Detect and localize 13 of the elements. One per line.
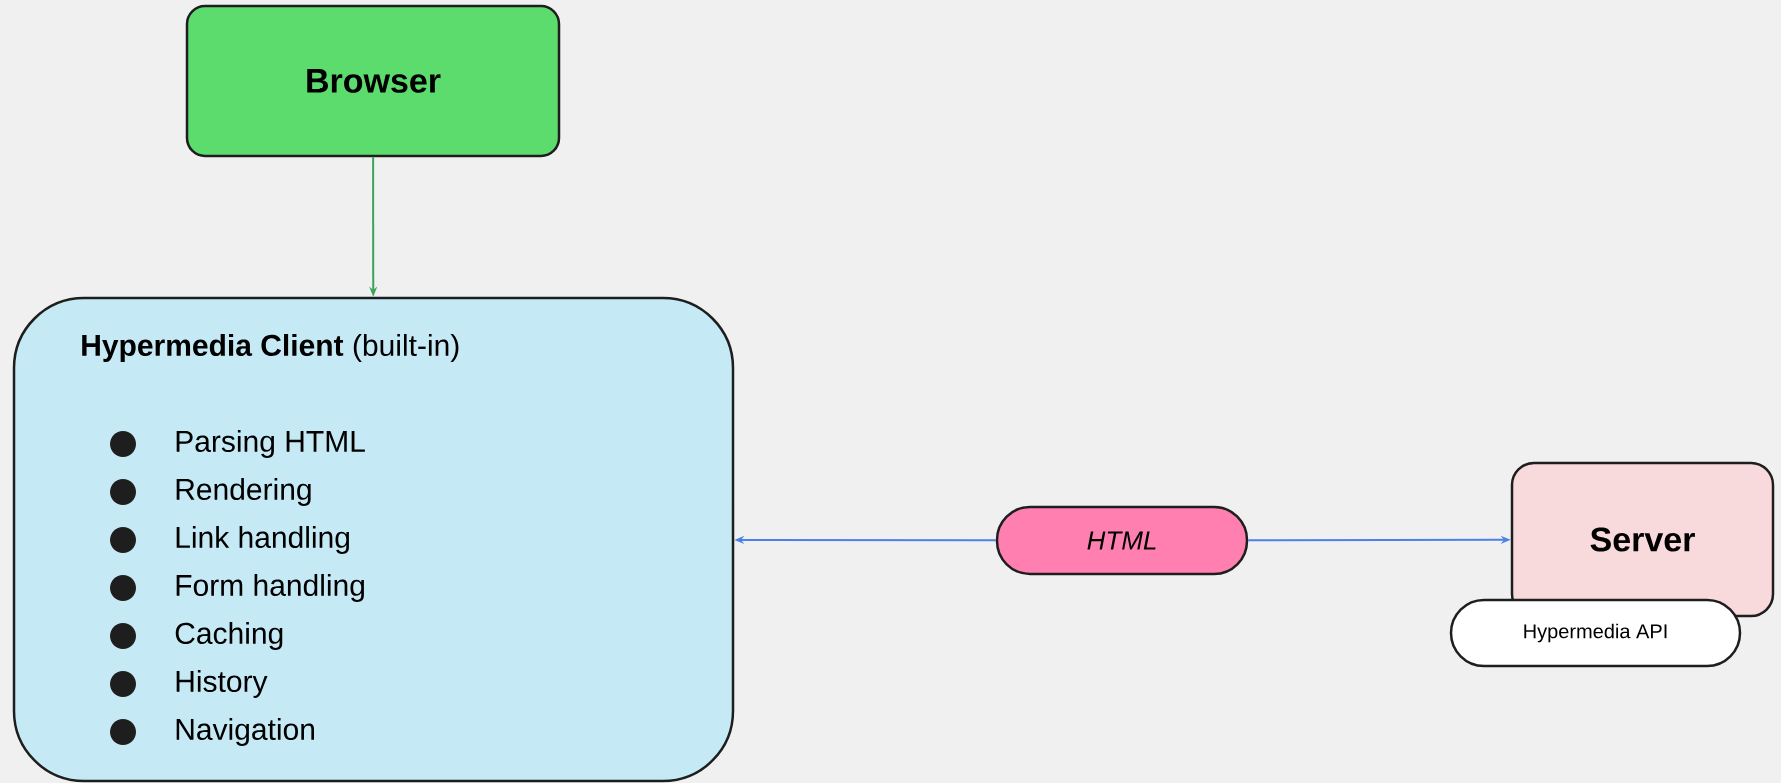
bullet-item: Parsing HTML	[110, 430, 365, 458]
bullet-item: Caching	[110, 622, 283, 650]
box-heading: Hypermedia Client (built-in)	[82, 334, 459, 362]
api-pill: Hypermedia API	[1449, 598, 1742, 668]
bullet-item: Form handling	[110, 574, 364, 602]
client-box	[12, 296, 735, 783]
bullet-item: Navigation	[110, 718, 314, 746]
process-box: Browser	[185, 4, 561, 158]
bullet-item: History	[110, 670, 268, 698]
format-pill: HTML	[995, 505, 1249, 576]
server-box: Server	[1510, 461, 1775, 618]
bullet-item: Rendering	[110, 478, 311, 506]
bullet-item: Link handling	[110, 526, 349, 554]
